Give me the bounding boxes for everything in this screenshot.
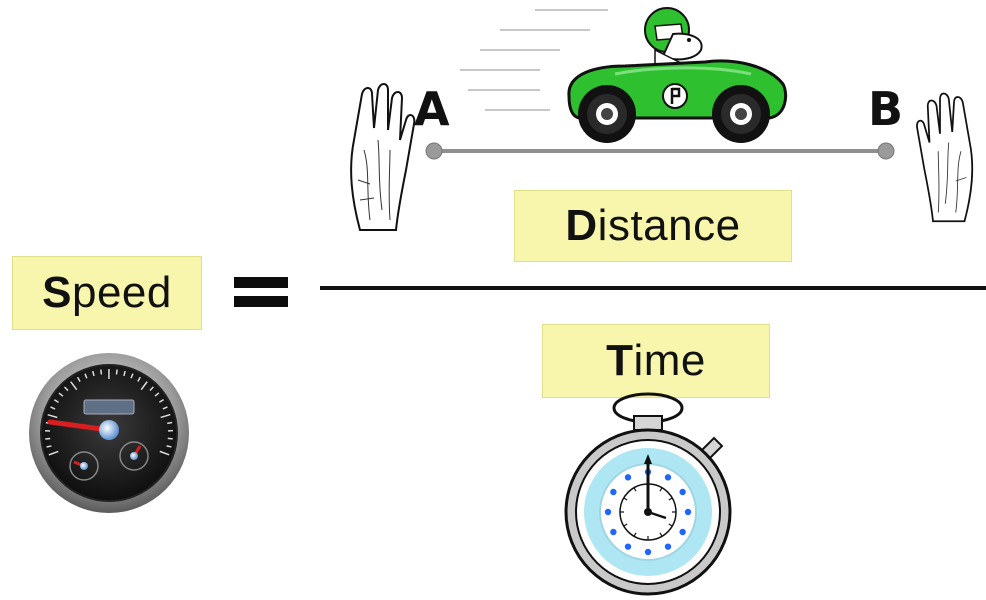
speedometer-tick xyxy=(158,399,165,403)
speedometer-tick xyxy=(76,376,81,382)
time-rest: ime xyxy=(633,336,706,385)
speed-rest: peed xyxy=(71,268,172,317)
speedometer-tick xyxy=(100,369,103,375)
stopwatch-dot xyxy=(684,508,692,516)
speedometer-tick xyxy=(166,445,172,448)
stopwatch-dot xyxy=(644,548,652,556)
speedometer-tick xyxy=(140,381,148,391)
speedometer-tick xyxy=(160,413,171,419)
speedometer-tick xyxy=(47,413,58,419)
speedometer-tick xyxy=(137,376,141,382)
distance-rest: istance xyxy=(597,201,741,250)
speedometer-tick xyxy=(46,445,52,448)
point-a-label: A xyxy=(414,82,450,136)
stopwatch-dot xyxy=(610,528,617,536)
right-hand-icon xyxy=(916,92,974,223)
speedometer-tick xyxy=(123,370,126,377)
speedometer-tick xyxy=(48,450,59,456)
speedometer-tick xyxy=(50,406,56,410)
speedometer-tick xyxy=(162,406,168,410)
stopwatch-dot xyxy=(604,508,612,516)
stopwatch-tick xyxy=(623,523,628,527)
stopwatch-tick xyxy=(659,532,663,537)
speedometer-tick xyxy=(63,386,69,392)
left-hand-icon xyxy=(350,83,416,231)
stopwatch-tick xyxy=(633,487,637,492)
equals-sign-bottom xyxy=(234,296,288,307)
point-b-label: B xyxy=(868,82,904,136)
speedometer-tick xyxy=(70,381,78,391)
speedometer-tick xyxy=(149,386,154,392)
equals-sign-top xyxy=(234,277,288,288)
speed-initial: S xyxy=(42,268,72,317)
stopwatch-dot xyxy=(679,488,686,496)
speedometer-tick xyxy=(115,369,118,375)
stopwatch-dot xyxy=(664,543,672,550)
speedometer-tick xyxy=(92,370,95,377)
stopwatch-tick xyxy=(668,497,673,501)
distance-track xyxy=(425,142,895,160)
time-initial: T xyxy=(606,336,634,385)
stopwatch-icon xyxy=(564,392,732,596)
stopwatch-dot xyxy=(624,474,632,481)
speedometer-tick xyxy=(167,421,173,425)
speedometer-tick xyxy=(154,392,160,397)
speedometer-tick xyxy=(58,392,64,397)
speedometer-tick xyxy=(130,373,134,379)
stopwatch-tick xyxy=(633,532,637,537)
stopwatch-tick xyxy=(668,523,673,527)
speedometer-tick xyxy=(84,373,88,379)
distance-initial: D xyxy=(565,201,598,250)
speedometer-tick xyxy=(53,399,59,403)
stopwatch-dot xyxy=(624,543,632,550)
stopwatch-dot xyxy=(610,488,617,496)
stopwatch-tick xyxy=(623,497,628,501)
race-car-icon xyxy=(567,7,788,143)
stopwatch-dot xyxy=(664,474,672,481)
stopwatch-tick xyxy=(659,487,663,492)
speedometer-icon xyxy=(29,353,189,513)
stopwatch-dot xyxy=(679,528,686,536)
fraction-line xyxy=(320,286,986,290)
motion-streaks xyxy=(460,9,608,111)
speedometer-tick xyxy=(159,450,170,456)
